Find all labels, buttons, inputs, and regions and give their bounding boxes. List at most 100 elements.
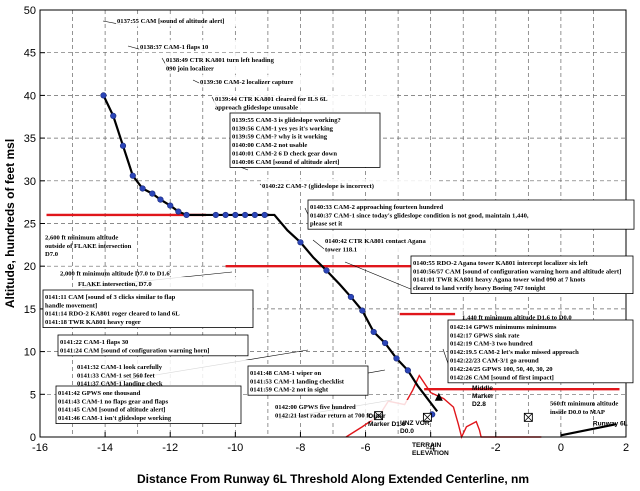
y-axis-label: Altitude, hundreds of feet msl [3, 139, 17, 308]
ground-label: TERRAIN [412, 442, 442, 449]
annotation-text: 0142:26 CAM [sound of first impact] [450, 374, 554, 381]
min-altitude-text: inside D0.0 to MAP [550, 409, 605, 416]
flight-path-point [183, 211, 190, 219]
annotation-text: 0141:37 CAM-1 landing check [77, 381, 163, 388]
annotation-text: 0140:01 CAM-2 6 D check gear down [232, 151, 337, 158]
ground-label: Outer [368, 413, 386, 420]
annotation-backdrop [139, 40, 239, 53]
annotation-text: 0140:42 CTR KA801 contact Agana [325, 238, 426, 245]
y-tick-label: 35 [24, 133, 36, 145]
x-tick-label: -6 [361, 442, 371, 454]
annotation-text: 0142:17 GPWS sink rate [450, 332, 519, 339]
flight-path-point [139, 185, 146, 192]
min-altitude-label: 2,000 ft minimum altitude D7.0 to D1.6 [60, 270, 170, 277]
flight-path-point [222, 211, 229, 219]
annotation-box: 0141:11 CAM [sound of 3 clicks similar t… [42, 289, 254, 328]
annotation-boxes: 0137:55 CAM [sound of altitude alert] 013… [42, 14, 635, 424]
minimum-altitude-lines [46, 213, 620, 391]
annotation-text: 0142:21 last radar return at 700 ft [275, 412, 372, 419]
annotation-box: 0138:37 CAM-1 flaps 10 [139, 40, 239, 53]
annotation-border [307, 199, 635, 230]
annotation-text: 0142:00 GPWS five hundred [275, 404, 356, 411]
annotation-text: 0138:49 CTR KA801 turn left heading [166, 57, 275, 64]
annotation-backdrop [116, 14, 261, 27]
flight-path-point [251, 211, 258, 219]
annotation-backdrop [77, 277, 277, 290]
annotation-text: 0139:56 CAM-1 yes yes it's working [232, 125, 334, 132]
y-tick-label: 15 [24, 304, 36, 316]
min-altitude-text: 560 ft minimum altitude [550, 400, 618, 407]
annotation-backdrop [199, 75, 339, 88]
annotation-text: 0141:24 CAM [sound of configuration warn… [60, 347, 209, 354]
annotation-box: FLAKE intersection, D7.0 [77, 277, 277, 290]
annotation-backdrop [274, 400, 424, 421]
y-tick-label: 0 [30, 432, 36, 444]
annotation-text: 0142:19 CAM-3 two hundred [450, 341, 533, 348]
annotation-text: 0139:44 CTR KA801 cleared for ILS 6L [215, 96, 328, 103]
min-altitude-text: D7.0 [45, 251, 59, 258]
flight-path-point [212, 211, 219, 219]
annotation-border [55, 385, 242, 424]
y-tick-label: 30 [24, 176, 36, 188]
flight-path-point [323, 267, 330, 274]
min-altitude-text: 1,440 ft minimum altitude D1.6 to D0.0 [462, 314, 572, 321]
ground-label: Marker D1.6 [368, 421, 406, 428]
ground-label: UNZ VOR [400, 420, 430, 427]
x-axis-label: Distance From Runway 6L Threshold Along … [137, 472, 529, 486]
annotation-box: 0139:30 CAM-2 localizer capture [199, 75, 339, 88]
x-tick-label: -14 [97, 442, 113, 454]
annotation-text: 0141:45 CAM [sound of altitude alert] [58, 407, 166, 414]
annotation-text: 0141:33 CAM-1 set 560 feet [77, 372, 155, 379]
flight-path-point [359, 307, 366, 314]
flight-path-point [297, 239, 304, 246]
ground-label: Middle [472, 385, 493, 392]
annotation-box: 0139:44 CTR KA801 cleared for ILS 6Lappr… [214, 92, 394, 113]
annotation-box: 0140:33 CAM-2 approaching fourteen hundr… [307, 199, 635, 230]
annotation-text: 0139:30 CAM-2 localizer capture [200, 79, 293, 86]
flight-path-point [100, 92, 107, 99]
flight-path-point [110, 112, 117, 119]
flight-path-point [175, 208, 182, 215]
marker-cross [423, 413, 432, 422]
annotation-text: 0141:14 RDO-2 KA801 roger cleared to lan… [45, 311, 180, 318]
annotation-text: 0140:00 CAM-2 not usable [232, 142, 307, 149]
annotation-text: 090 join localizer [166, 65, 214, 72]
x-tick-label: 2 [623, 442, 629, 454]
annotation-text: 0137:55 CAM [sound of altitude alert] [117, 18, 225, 25]
marker-cross [524, 413, 533, 422]
x-tick-label: -2 [491, 442, 501, 454]
x-tick-label: -4 [426, 442, 436, 454]
flight-path-point [149, 190, 156, 197]
annotation-text: 0141:46 CAM-1 isn't glideslope working [58, 415, 172, 422]
annotation-text: 0141:53 CAM-1 landing checklist [250, 378, 345, 385]
annotation-text: 0142:22/23 CAM-3/1 go around [450, 358, 539, 365]
annotation-text: handle movement] [45, 302, 97, 309]
min-altitude-text: 2,600 ft minimum altitude [45, 234, 118, 241]
tick-labels: 05101520253035404550-16-14-12-10-8-6-4-2… [24, 5, 629, 454]
annotation-text: 0139:55 CAM-3 is glideslope working? [232, 117, 341, 124]
annotation-border [42, 289, 254, 328]
min-altitude-label: 1,440 ft minimum altitude D1.6 to D0.0 [462, 314, 572, 321]
annotation-text: 0142:14 GPWS minimums minimums [450, 324, 557, 331]
annotation-text: 0140:55 RDO-2 Agana tower KA801 intercep… [413, 260, 589, 267]
x-tick-label: 0 [558, 442, 564, 454]
annotation-text: 0141:32 CAM-1 look carefully [77, 364, 163, 371]
annotation-text: 0142:24/25 GPWS 100, 50, 40, 30, 20 [450, 366, 553, 373]
min-altitude-label: 2,600 ft minimum altitude outside of FLAK… [45, 234, 132, 258]
ground-label: Marker [472, 393, 494, 400]
y-tick-label: 45 [24, 48, 36, 60]
axis-labels: Distance From Runway 6L Threshold Along … [3, 139, 529, 486]
flight-path-point [119, 142, 127, 149]
min-altitude-text: outside of FLAKE intersection [45, 243, 132, 250]
annotation-text: FLAKE intersection, D7.0 [78, 281, 152, 288]
annotation-text: 0141:42 GPWS one thousand [58, 390, 141, 397]
annotation-box: 0140:55 RDO-2 Agana tower KA801 intercep… [410, 255, 634, 294]
annotation-text: 0142:19.5 CAM-2 let's make missed approa… [450, 349, 579, 356]
annotation-text: 0141:43 CAM-1 no flaps gear and flaps [58, 398, 169, 405]
annotation-text: 0141:11 CAM [sound of 3 clicks similar t… [45, 294, 176, 301]
